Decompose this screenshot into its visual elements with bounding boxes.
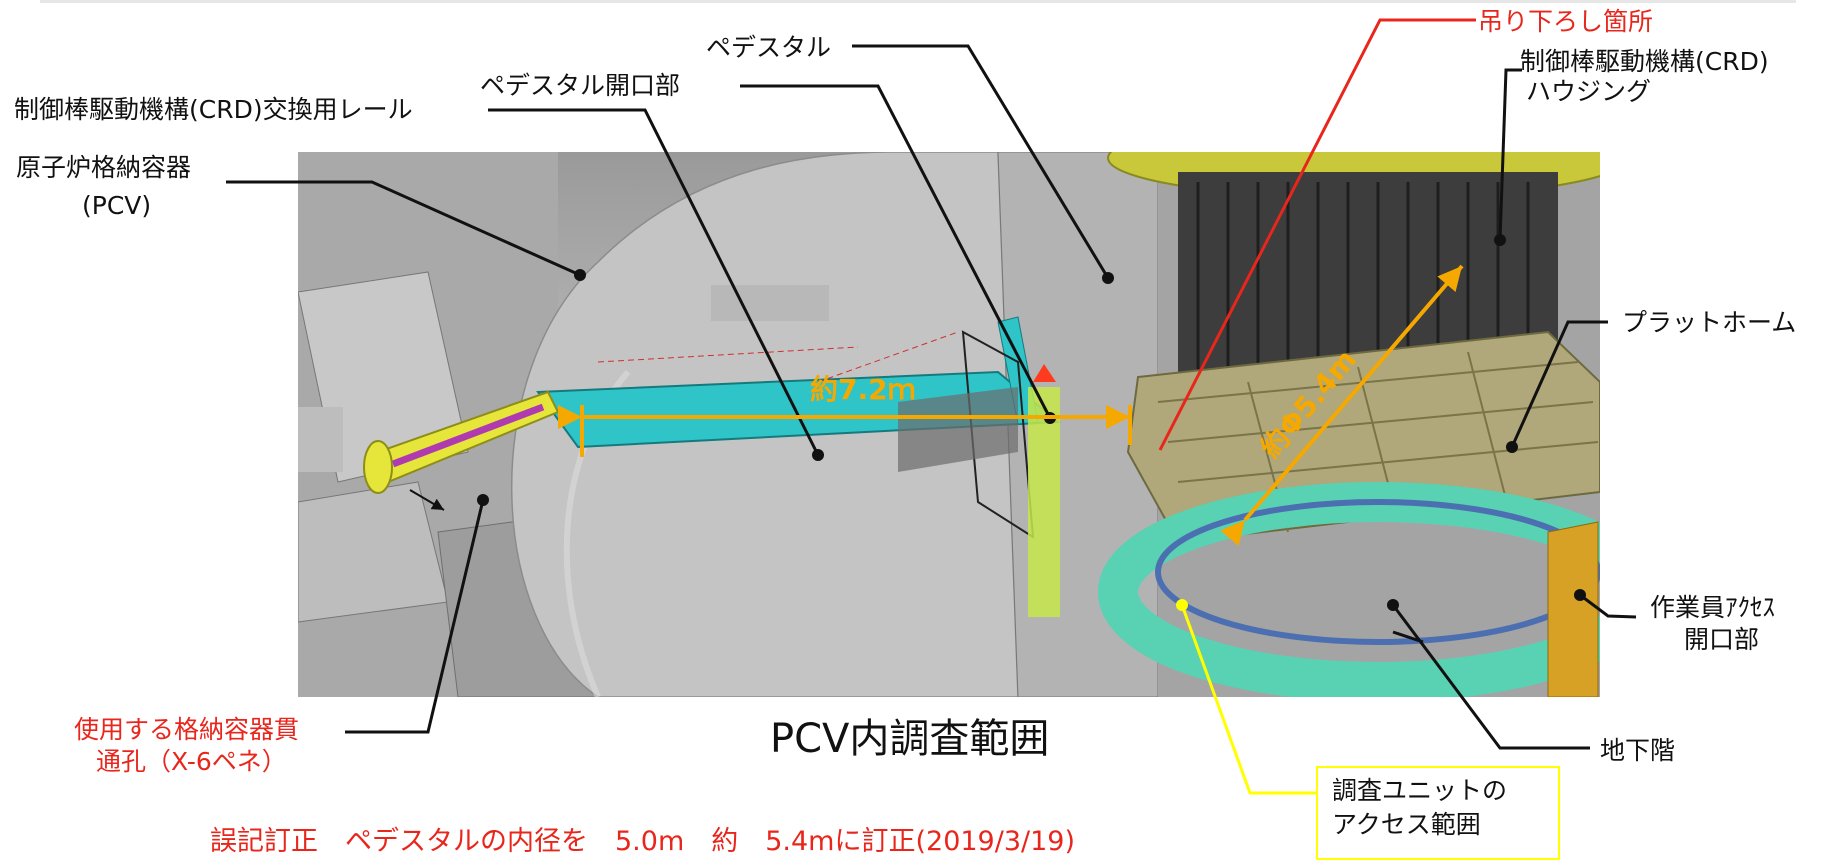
pcv-leader [226, 180, 581, 277]
crd-housing-label-line1: 制御棒駆動機構(CRD) [1520, 47, 1769, 76]
pcv-label-line2: (PCV) [82, 191, 152, 220]
length-dimension-line [558, 405, 1132, 457]
basement-label: 地下階 [1600, 736, 1676, 765]
page-caption: PCV内調査範囲 [770, 716, 1050, 762]
unit-access-box: 調査ユニットの アクセス範囲 [1316, 766, 1560, 860]
drop-point-label: 吊り下ろし箇所 [1478, 7, 1654, 36]
length-dimension-label: 約7.2ｍ [810, 373, 916, 406]
penetration-label-line2: 通孔（X-6ペネ） [96, 747, 287, 776]
top-divider [40, 0, 1796, 3]
unit-access-label-line2: アクセス範囲 [1332, 810, 1481, 839]
crd-rail-label: 制御棒駆動機構(CRD)交換用レール [14, 95, 413, 124]
unit-access-label-line1: 調査ユニットの [1332, 776, 1508, 805]
pedestal-leader [852, 44, 1110, 279]
pedestal-label: ペデスタル [706, 33, 832, 62]
worker-access-label-line2: 開口部 [1684, 625, 1760, 654]
platform-leader [1510, 320, 1608, 448]
crd-housing-leader [1498, 68, 1522, 241]
worker-access-label-line1: 作業員ｱｸｾｽ [1650, 593, 1776, 622]
penetration-leader [345, 499, 485, 734]
pedestal-opening-label: ペデスタル開口部 [480, 71, 681, 100]
crd-housing-label-line2: ハウジング [1526, 77, 1652, 106]
crd-rail-leader [488, 108, 820, 456]
worker-access-leader [1579, 593, 1637, 619]
platform-label: プラットホーム [1622, 308, 1797, 337]
unit-access-leader [1180, 604, 1316, 795]
correction-note: 誤記訂正 ペデスタルの内径を 5.0m 約 5.4mに訂正(2019/3/19) [210, 826, 1075, 857]
pedestal-opening-leader [740, 84, 1052, 419]
penetration-label-line1: 使用する格納容器貫 [74, 715, 300, 744]
diameter-dimension-line [1220, 264, 1464, 547]
pcv-label-line1: 原子炉格納容器 [16, 153, 192, 182]
basement-leader [1391, 604, 1590, 750]
